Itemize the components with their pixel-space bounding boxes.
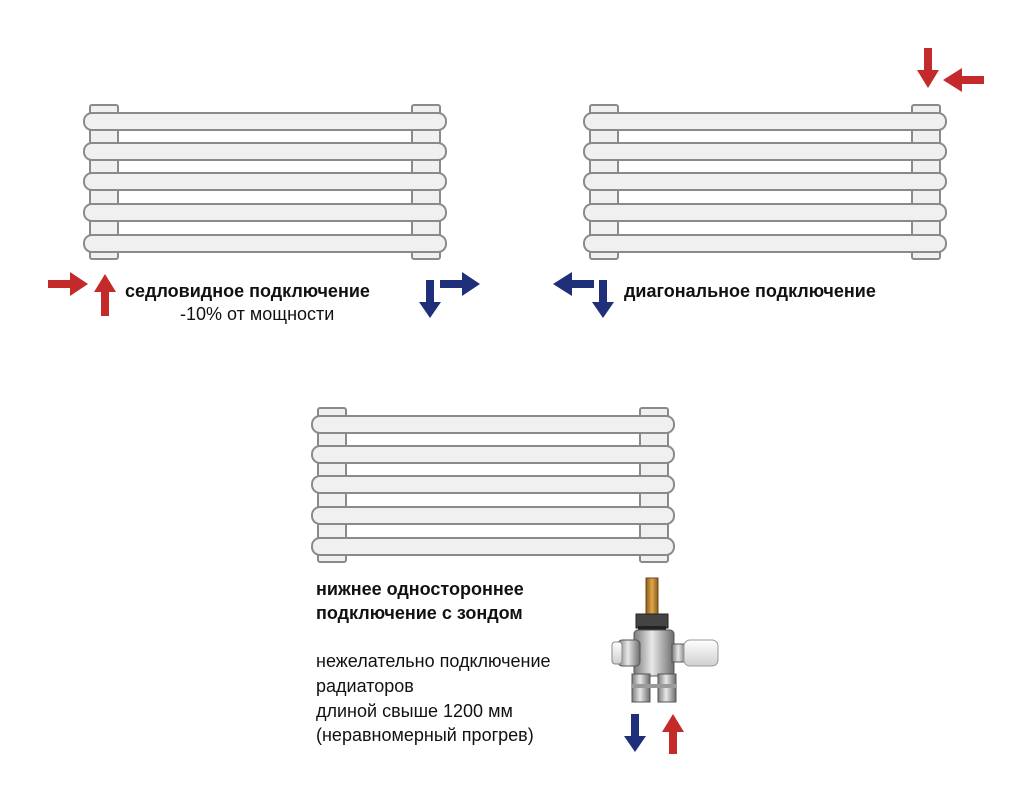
radiator-saddle-icon bbox=[83, 104, 447, 260]
bottom-note-line2: радиаторов bbox=[316, 676, 414, 696]
arrow-blue-down-3-icon bbox=[624, 714, 646, 752]
bottom-note-line3: длиной свыше 1200 мм bbox=[316, 701, 513, 721]
radiator-bottom-icon bbox=[311, 407, 675, 563]
arrow-red-up-icon bbox=[94, 274, 116, 316]
radiator-diagonal-icon bbox=[583, 104, 947, 260]
diagonal-title: диагональное подключение bbox=[624, 281, 876, 301]
arrow-red-left-icon bbox=[943, 68, 984, 92]
saddle-note: -10% от мощности bbox=[180, 304, 335, 324]
arrow-blue-down-2-icon bbox=[592, 280, 614, 318]
valve-icon bbox=[611, 577, 719, 703]
bottom-title-line1: нижнее одностороннее bbox=[316, 579, 524, 599]
arrow-blue-down-icon bbox=[419, 280, 441, 318]
bottom-note-line1: нежелательно подключение bbox=[316, 651, 551, 671]
arrow-red-right-icon bbox=[48, 272, 88, 296]
bottom-title-line2: подключение с зондом bbox=[316, 603, 523, 623]
bottom-note-line4: (неравномерный прогрев) bbox=[316, 725, 534, 745]
arrow-blue-right-icon bbox=[440, 272, 480, 296]
saddle-title: седловидное подключение bbox=[125, 281, 370, 301]
arrow-blue-left-icon bbox=[553, 272, 594, 296]
arrow-red-up-2-icon bbox=[662, 714, 684, 754]
arrow-red-down-icon bbox=[917, 48, 939, 88]
